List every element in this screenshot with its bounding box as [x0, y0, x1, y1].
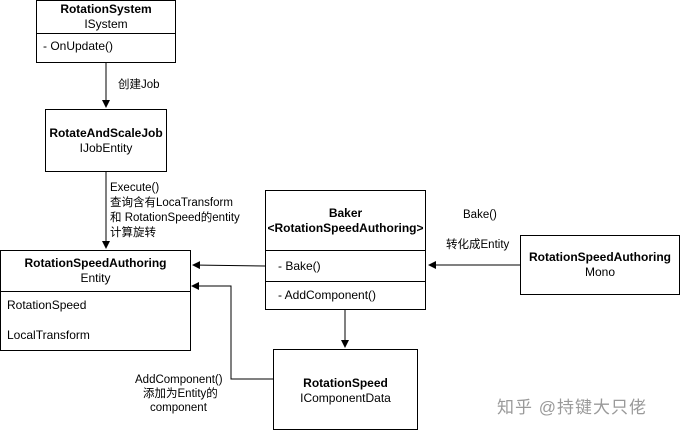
component-stereotype: IComponentData: [300, 391, 391, 405]
entity-stereotype: Entity: [80, 271, 111, 285]
speed-authoring-mono-class: RotationSpeedAuthoring Mono: [520, 235, 680, 295]
arrow-baker-to-entity: [192, 261, 266, 270]
rotation-system-divider: [37, 33, 175, 34]
baker-divider-2: [266, 281, 425, 282]
rotation-system-class: RotationSystem ISystem - OnUpdate(): [36, 0, 176, 63]
arrow-component-to-entity: [191, 282, 273, 380]
baker-name: Baker: [328, 206, 363, 220]
baker-member-add-component: - AddComponent(): [278, 288, 377, 302]
baker-member-bake: - Bake(): [278, 259, 321, 273]
label-bake: Bake(): [463, 208, 497, 222]
label-convert-entity: 转化成Entity: [446, 238, 510, 252]
entity-field-local-transform: LocalTransform: [7, 328, 90, 342]
rotation-system-member: - OnUpdate(): [43, 39, 114, 53]
component-name: RotationSpeed: [303, 376, 388, 390]
rotate-job-stereotype: IJobEntity: [79, 141, 133, 155]
speed-authoring-entity-class: RotationSpeedAuthoring Entity RotationSp…: [0, 250, 191, 351]
baker-generic: <RotationSpeedAuthoring>: [267, 221, 424, 235]
mono-name: RotationSpeedAuthoring: [529, 250, 671, 264]
rotation-system-name: RotationSystem: [60, 2, 152, 16]
entity-field-rotation-speed: RotationSpeed: [7, 298, 87, 312]
label-execute-line-3: 和 RotationSpeed的entity: [110, 211, 240, 225]
label-create-job: 创建Job: [118, 79, 160, 91]
label-add-component-line-1: AddComponent(): [135, 373, 223, 387]
label-execute-line-1: Execute(): [110, 181, 160, 195]
label-execute-line-4: 计算旋转: [110, 226, 156, 240]
watermark: 知乎 @持键大只佬: [497, 398, 647, 417]
baker-class: Baker <RotationSpeedAuthoring> - Bake() …: [265, 190, 426, 310]
rotation-system-stereotype: ISystem: [84, 17, 128, 31]
mono-stereotype: Mono: [584, 265, 616, 279]
entity-name: RotationSpeedAuthoring: [24, 256, 167, 270]
rotate-job-name: RotateAndScaleJob: [49, 126, 163, 140]
entity-divider: [1, 291, 190, 292]
baker-divider-1: [266, 250, 425, 251]
label-add-component-line-3: component: [150, 401, 207, 415]
label-add-component-line-2: 添加为Entity的: [143, 387, 218, 401]
rotation-speed-component-class: RotationSpeed IComponentData: [273, 349, 418, 430]
label-execute-line-2: 查询含有LocaTransform: [110, 196, 233, 210]
rotate-job-class: RotateAndScaleJob IJobEntity: [45, 109, 167, 172]
